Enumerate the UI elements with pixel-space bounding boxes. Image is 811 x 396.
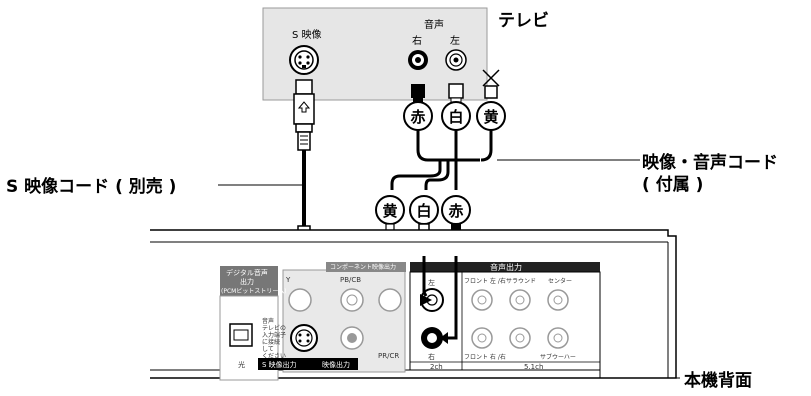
ch2-label: 2ch — [430, 363, 443, 371]
tv-audio-left-jack — [445, 49, 467, 71]
tv-s-video-jack — [289, 45, 319, 75]
s-note-1: 音声 — [262, 318, 275, 325]
upper-yellow-label: 黄 — [483, 108, 498, 126]
upper-red-label: 赤 — [410, 108, 425, 126]
device-rear-panel — [150, 229, 677, 381]
ch51-label: 5.1ch — [524, 363, 544, 371]
s-note-5: して — [262, 346, 274, 353]
av-cord-sublabel: ( 付属 ) — [642, 175, 704, 195]
audio-out-label: 音声出力 — [490, 263, 522, 272]
lower-yellow-label: 黄 — [382, 202, 397, 220]
subwoofer-label: サブウーハー — [540, 354, 576, 361]
s-note-4: に接続 — [262, 339, 281, 346]
digital-audio-line2: 出力 — [240, 278, 254, 286]
lower-white-label: 白 — [416, 202, 431, 220]
s-note-2: テレビの — [262, 325, 287, 332]
component-label: コンポーネント映像出力 — [330, 264, 397, 271]
pr-label: PR/CR — [378, 352, 400, 360]
av-cord-label: 映像・音声コード — [642, 153, 778, 173]
audio-left-label: 左 — [428, 279, 435, 287]
tv-title: テレビ — [498, 11, 549, 31]
optical-label: 光 — [238, 361, 245, 369]
white-arrow-head — [420, 294, 432, 306]
av-cable-bundle — [390, 140, 640, 190]
upper-plug-red — [403, 84, 433, 140]
red-arrow-head — [440, 332, 448, 344]
upper-white-label: 白 — [448, 108, 463, 126]
s-note-6: ください — [262, 353, 287, 360]
digital-audio-line1: デジタル音声 — [226, 269, 268, 277]
upper-plug-white — [441, 83, 471, 140]
device-caption: 本機背面 — [684, 371, 752, 391]
video-out-label: 映像出力 — [322, 361, 350, 369]
lower-red-label: 赤 — [448, 202, 463, 220]
tv-left-label: 左 — [450, 36, 460, 47]
surround-label: サラウンド — [506, 278, 537, 285]
upper-plug-yellow — [476, 69, 506, 140]
s-note-3: 入力端子 — [262, 332, 287, 339]
front-lr-label: フロント 左 /右 — [464, 278, 506, 285]
tv-s-video-label: S 映像 — [292, 30, 322, 41]
audio-right-label: 右 — [428, 353, 435, 361]
tv-audio-right-jack — [408, 50, 428, 70]
s-video-cord-label: S 映像コード ( 別売 ) — [6, 177, 177, 197]
tv-audio-label: 音声 — [424, 20, 444, 31]
digital-audio-line3: (PCMビットストリーム) — [221, 288, 287, 295]
tv-right-label: 右 — [412, 36, 422, 47]
center-label: センター — [548, 278, 573, 285]
front-r-label: フロント 右 /右 — [464, 354, 506, 361]
s-out-label: S 映像出力 — [262, 361, 297, 369]
pb-label: PB/CB — [340, 276, 362, 284]
y-label: Y — [286, 276, 291, 284]
